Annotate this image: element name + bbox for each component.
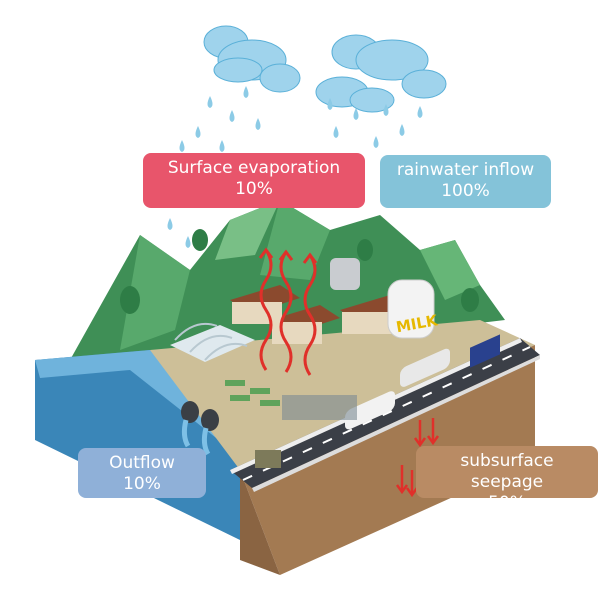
seepage-arrowhead	[426, 435, 440, 446]
surface-evaporation-value: 10%	[235, 179, 273, 199]
rainwater-inflow-label: rainwater inflow 100%	[380, 155, 551, 208]
cloud-right	[315, 34, 447, 113]
rainwater-inflow-title: rainwater inflow	[396, 160, 535, 180]
subsurface-seepage-label: subsurface seepage 50%	[416, 446, 598, 513]
rainwater-inflow-value: 100%	[441, 181, 490, 201]
trees	[120, 229, 479, 314]
seepage-arrowhead	[405, 487, 419, 498]
evaporation-arrowhead	[278, 249, 294, 261]
seepage-arrowhead	[413, 437, 427, 448]
seepage-arrowhead	[395, 484, 409, 495]
surface-evaporation-title: Surface evaporation	[167, 158, 341, 178]
subsurface-seepage-value: 50%	[488, 493, 526, 513]
evaporation-arrowhead	[302, 252, 318, 264]
seepage-arrows	[400, 418, 435, 495]
subsurface-seepage-title: subsurface seepage	[460, 451, 554, 492]
evaporation-arrowhead	[258, 247, 274, 259]
cloud-left	[203, 25, 301, 93]
trucks	[255, 334, 500, 468]
evaporation-arrows	[259, 249, 317, 376]
outflow-value: 10%	[123, 474, 161, 494]
farm: MILK	[170, 258, 440, 420]
outflow-title: Outflow	[109, 453, 175, 473]
clouds	[203, 25, 447, 113]
surface-evaporation-label: Surface evaporation 10%	[143, 153, 365, 208]
outflow-pipes	[181, 401, 219, 456]
outflow-label: Outflow 10%	[78, 448, 206, 498]
